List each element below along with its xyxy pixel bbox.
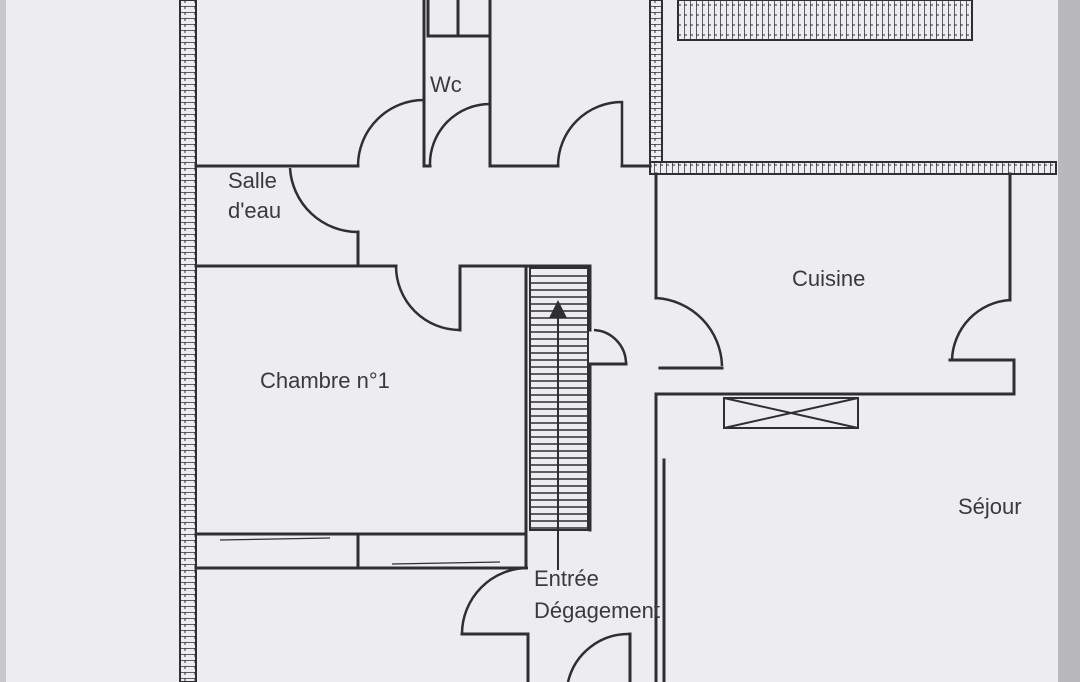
label-chambre1: Chambre n°1 xyxy=(260,368,390,393)
label-entree-line2: Dégagement xyxy=(534,598,660,623)
label-salle-line2: d'eau xyxy=(228,198,281,223)
door-cuisine-left xyxy=(655,296,724,367)
stair-arrow xyxy=(549,300,567,318)
door-wc-right xyxy=(428,102,492,167)
exterior-wall-left xyxy=(179,0,197,682)
door-cuisine-right xyxy=(950,298,1011,361)
door-entree-bottom xyxy=(566,632,631,682)
wall-segment-horizontal xyxy=(649,161,1057,175)
wall-segment-vertical xyxy=(649,0,663,171)
window-lines xyxy=(219,537,501,565)
door-stair-small xyxy=(593,328,628,365)
label-salle-line1: Salle xyxy=(228,168,277,193)
interior-walls xyxy=(194,0,1016,682)
door-entree-left xyxy=(460,566,529,635)
door-wc-left xyxy=(356,98,426,167)
door-salle-eau xyxy=(288,167,359,234)
staircase xyxy=(529,267,589,570)
label-sejour: Séjour xyxy=(958,494,1022,519)
door-chambre1 xyxy=(394,265,461,332)
top-hatched-block xyxy=(677,0,973,41)
label-entree-line1: Entrée xyxy=(534,566,599,591)
paper-edge-shadow xyxy=(1058,0,1080,682)
label-cuisine: Cuisine xyxy=(792,266,865,291)
cuisine-window xyxy=(723,397,859,429)
door-swings xyxy=(288,98,1011,682)
label-wc: Wc xyxy=(430,72,462,97)
door-room-top xyxy=(556,100,624,167)
